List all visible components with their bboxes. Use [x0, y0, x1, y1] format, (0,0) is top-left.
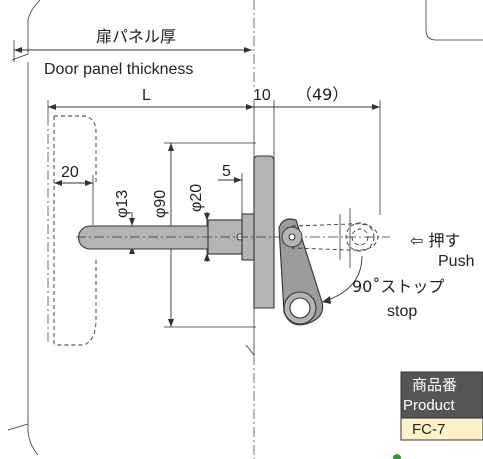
rotation-arrow [321, 255, 363, 304]
push-en-label: Push [438, 253, 474, 270]
phi90-label: φ90 [152, 190, 169, 218]
length-L-dimension [47, 100, 255, 160]
table-header-jp: 商品番 [412, 376, 457, 394]
product-table: 商品番 Product FC-7 [400, 371, 483, 441]
hidden-cutout [47, 115, 97, 346]
dim-49-label: （49） [296, 85, 348, 104]
dim-20-left [54, 175, 94, 225]
handle-plate [241, 155, 275, 309]
table-value: FC-7 [412, 421, 445, 438]
phi20-label: φ20 [188, 184, 205, 212]
callout-box-fragment [425, 0, 483, 41]
stop-en-label: stop [387, 303, 417, 320]
dim-10 [254, 100, 275, 160]
dim-5-label: 5 [222, 163, 231, 180]
phi13-label: φ13 [114, 190, 131, 218]
folded-lever [278, 218, 324, 326]
stop-jp-label: 90˚ストップ [352, 277, 444, 296]
dim-20-left-label: 20 [61, 164, 79, 181]
dim-10-label: 10 [253, 87, 271, 104]
dim-L-label: L [142, 87, 151, 104]
table-header-en: Product [403, 397, 456, 414]
extended-lever-phantom [291, 214, 379, 260]
door-thickness-en-label: Door panel thickness [44, 61, 193, 78]
door-panel-outline [7, 0, 255, 459]
door-thickness-dimension [13, 40, 252, 62]
door-thickness-jp-label: 扉パネル厚 [96, 27, 176, 46]
push-jp-label: ⇦ 押す [410, 231, 461, 250]
bullet-dot [393, 454, 401, 459]
dim-49 [274, 100, 381, 215]
